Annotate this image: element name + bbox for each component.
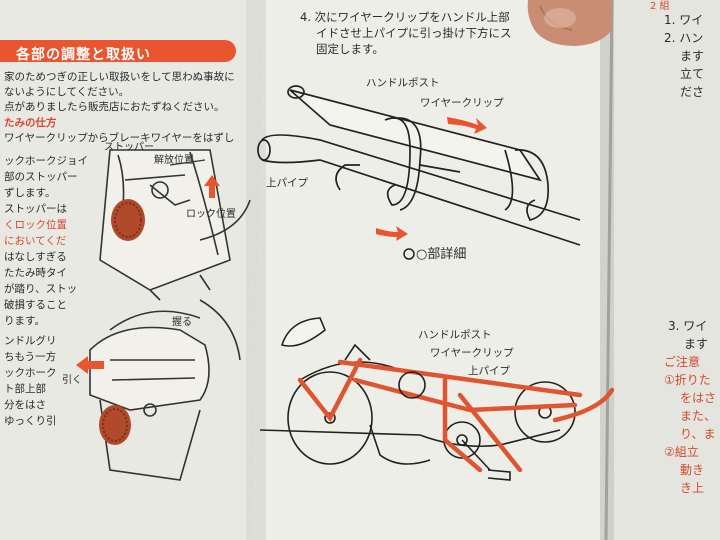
body-line: ストッパーは bbox=[4, 203, 67, 215]
bike-frame-red bbox=[297, 357, 615, 473]
body-line: ります。 bbox=[4, 315, 45, 327]
body-line: ックホークジョイ bbox=[4, 155, 88, 167]
stopper-figure bbox=[99, 149, 251, 301]
arrow-right-icon bbox=[447, 117, 487, 134]
far-right-line: 立て bbox=[680, 67, 705, 81]
step3-line: ます bbox=[684, 337, 709, 351]
bike-detail-circle bbox=[398, 371, 426, 399]
body-line: ずします。 bbox=[4, 187, 56, 199]
far-right-line: 2. ハン bbox=[664, 31, 704, 45]
caution-line: き上 bbox=[680, 481, 705, 495]
section-header-bar bbox=[0, 40, 236, 62]
body-line: ンドルグリ bbox=[4, 335, 57, 347]
section-title: 各部の調整と取扱い bbox=[16, 47, 151, 63]
label-release-position: 解放位置 bbox=[154, 155, 194, 166]
body-line: ト部上部 bbox=[4, 383, 46, 395]
detail-figure bbox=[257, 85, 581, 246]
label-upper-pipe: 上パイプ bbox=[266, 177, 308, 189]
caution-line: り、ま bbox=[680, 427, 716, 441]
label-grip: 握る bbox=[172, 317, 192, 328]
reflector-icon bbox=[111, 199, 145, 241]
body-line: 破損すること bbox=[4, 299, 67, 311]
body-line: はなしすぎる bbox=[4, 251, 67, 263]
step4-line: 4. 次にワイヤークリップをハンドル上部 bbox=[300, 10, 510, 24]
label-pull: 引く bbox=[62, 375, 82, 386]
far-right-line: ださ bbox=[680, 85, 705, 99]
intro-line: ないようにしてください。 bbox=[4, 86, 130, 98]
body-line: 分をはさ bbox=[4, 399, 46, 411]
body-line: たたみ時タイ bbox=[4, 267, 67, 279]
step3-line: 3. ワイ bbox=[668, 319, 708, 333]
far-right-line: 1. ワイ bbox=[664, 13, 704, 27]
caution-heading: ご注意 bbox=[664, 355, 701, 369]
detail-marker bbox=[403, 248, 415, 260]
section-heading: たみの仕方 bbox=[4, 117, 57, 129]
bike-label-wire-clip: ワイヤークリップ bbox=[430, 347, 514, 359]
label-stopper: ストッパー bbox=[104, 142, 154, 153]
caution-line: ①折りた bbox=[664, 373, 711, 387]
label-handle-post: ハンドルポスト bbox=[366, 77, 440, 89]
body-line: ちもう一方 bbox=[4, 351, 57, 363]
body-line-red: くロック位置 bbox=[4, 219, 67, 231]
label-lock-position: ロック位置 bbox=[186, 209, 236, 220]
body-line: ゆっくり引 bbox=[4, 415, 57, 427]
far-right-line: ます bbox=[680, 49, 705, 63]
caution-line: ②組立 bbox=[664, 445, 699, 459]
label-wire-clip: ワイヤークリップ bbox=[420, 97, 504, 109]
arrow-right-icon bbox=[376, 226, 408, 241]
body-line: 部のストッパー bbox=[4, 171, 78, 183]
label-detail-caption: ○部詳細 bbox=[416, 247, 467, 262]
far-right-heading: 2 組 bbox=[650, 1, 670, 12]
step4-line: 固定します。 bbox=[316, 42, 384, 56]
bike-label-handle-post: ハンドルポスト bbox=[418, 329, 492, 341]
body-line: ワイヤークリップからブレーキワイヤーをはずし bbox=[4, 132, 235, 144]
right-page bbox=[250, 0, 612, 540]
caution-line: をはさ bbox=[680, 391, 717, 405]
far-right-page bbox=[602, 0, 720, 540]
arrow-up-icon bbox=[204, 175, 220, 198]
arrow-left-icon bbox=[76, 356, 104, 374]
intro-line: 家のためつぎの正しい取扱いをして思わぬ事故に bbox=[4, 71, 235, 83]
finger-icon bbox=[527, 0, 612, 46]
body-line: ックホーク bbox=[4, 367, 57, 379]
body-line: が踏り、ストッ bbox=[4, 283, 78, 295]
bike-label-upper-pipe: 上パイプ bbox=[468, 365, 510, 377]
caution-line: また、 bbox=[680, 409, 717, 423]
intro-line: 点がありましたら販売店におたずねください。 bbox=[4, 101, 225, 113]
reflector-icon bbox=[99, 405, 131, 445]
caution-line: 動き bbox=[680, 463, 705, 477]
body-line-red: においてくだ bbox=[4, 235, 67, 247]
step4-line: イドさせ上パイプに引っ掛け下方にス bbox=[316, 26, 512, 40]
